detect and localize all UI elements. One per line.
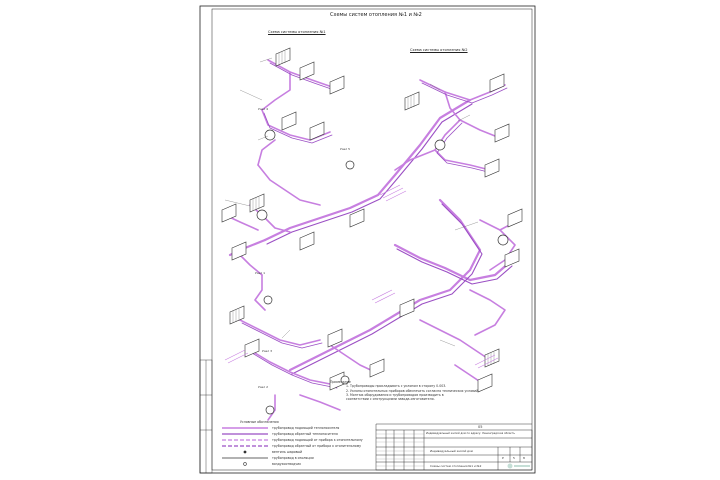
system1-branch-top xyxy=(257,59,336,166)
system1-lower-return xyxy=(241,322,338,389)
system1-lower xyxy=(239,274,376,421)
system2-branch-return xyxy=(421,82,508,174)
underfloor-loops xyxy=(224,184,499,369)
legend-heading: Условные обозначения xyxy=(240,420,279,424)
sheet-border xyxy=(199,5,536,474)
legend-item-6: трубопровод в изоляции xyxy=(272,456,314,460)
node-label-4: Узел 4 xyxy=(258,107,269,111)
binding-column xyxy=(199,359,213,474)
pipe-network xyxy=(224,59,516,421)
title-block-stage: Р xyxy=(502,456,504,460)
legend-item-1: трубопровод подающий теплоносителя xyxy=(272,426,340,430)
node-label-2: Узел 2 xyxy=(258,385,269,389)
node-label-1: Узел 1 xyxy=(255,271,266,275)
legend-item-7: воздухоотводчик xyxy=(272,462,302,466)
title-block-sheet: 5 xyxy=(513,456,515,460)
legend-item-5: вентиль шаровый xyxy=(272,450,303,454)
collector-nodes xyxy=(256,129,509,415)
leader-lines xyxy=(224,57,479,347)
drawing-title: Схемы систем отопления №1 и №2 xyxy=(330,12,422,18)
node-label-3: Узел 3 xyxy=(262,349,273,353)
system1-title: Схема системы отопления №1 xyxy=(268,30,326,34)
node4-pipes xyxy=(224,164,321,276)
title-block-object: Индивидуальный жилой дом xyxy=(430,449,473,453)
legend-item-2: трубопровод обратный теплоносителя xyxy=(272,432,338,436)
title-block-rows xyxy=(376,433,424,467)
title-block-project: Индивидуальный жилой дом по адресу: Лени… xyxy=(426,432,515,435)
legend-item-3: трубопровод подающий от прибора к отопит… xyxy=(272,438,363,442)
notes-heading: Примечание xyxy=(330,380,351,384)
title-block-sheet-title: Схемы систем отопления №1 и №2 xyxy=(430,464,482,468)
note-2: 2. Уклоны отопительных приборов обеспечи… xyxy=(346,389,480,393)
node-label-5: Узел 5 xyxy=(340,147,351,151)
company-logo xyxy=(507,463,530,469)
note-3: 3. Монтаж оборудования и трубопроводов п… xyxy=(346,393,444,401)
radiator-hatch xyxy=(232,51,495,366)
main-trunk xyxy=(228,98,512,372)
legend-samples xyxy=(222,427,268,466)
sheet-inner-border xyxy=(211,8,533,471)
system2-title: Схема системы отопления №2 xyxy=(410,48,468,52)
title-block-sheet-number: 05 xyxy=(478,425,483,429)
note-1: 1. Трубопроводы прокладывать с уклоном в… xyxy=(346,384,447,388)
return-trunk xyxy=(266,103,513,375)
legend-item-4: трубопровод обратный от прибора к отопит… xyxy=(272,444,362,448)
radiators xyxy=(221,47,523,393)
title-block-sheets: 8 xyxy=(523,456,525,460)
title-block xyxy=(375,423,533,471)
